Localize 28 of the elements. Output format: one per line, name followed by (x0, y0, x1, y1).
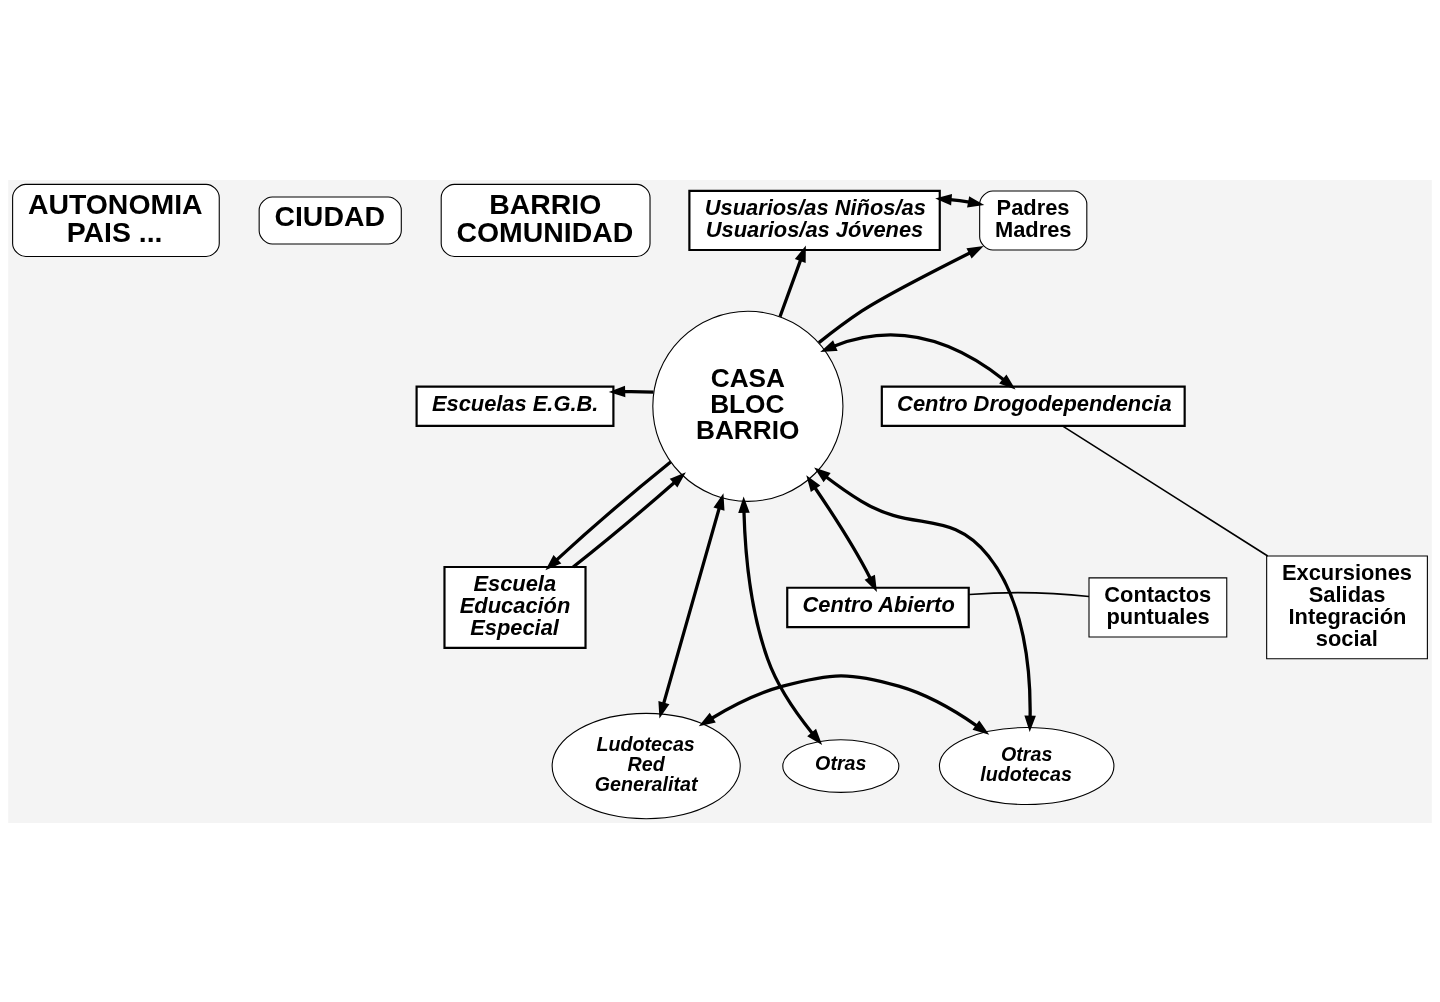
arrow (778, 245, 806, 317)
arrow (820, 332, 1016, 389)
node-box: Centro Drogodependencia (880, 385, 1186, 427)
node-box: BARRIO COMUNIDAD (440, 183, 651, 257)
arrow (545, 460, 672, 570)
arrow (814, 467, 1036, 732)
node-box: Contactos puntuales (1088, 576, 1228, 637)
node-box: Escuelas E.G.B. (415, 385, 615, 427)
arrow (658, 492, 725, 718)
node-box: Padres Madres (979, 189, 1088, 250)
node-box: CIUDAD (258, 195, 402, 244)
arrow (817, 245, 984, 344)
node-box: AUTONOMIA PAIS ... (12, 183, 220, 257)
node-circle: CASA BLOC BARRIO (652, 310, 844, 502)
node-ellipse: Otras (782, 738, 900, 793)
arrow (698, 673, 990, 735)
arrow (608, 385, 654, 397)
arrow (935, 193, 985, 208)
arrow (738, 496, 823, 745)
node-box: Excursiones Salidas Integración social (1266, 555, 1428, 659)
connector (968, 591, 1090, 597)
node-box: Usuarios/as Niños/as Usuarios/as Jóvenes (688, 189, 941, 251)
node-box: Escuela Educación Especial (443, 565, 587, 649)
arrow (572, 471, 686, 568)
node-ellipse: Otras ludotecas (938, 726, 1115, 805)
connector (1061, 424, 1269, 557)
arrow (806, 474, 877, 592)
node-box: Centro Abierto (786, 586, 970, 628)
